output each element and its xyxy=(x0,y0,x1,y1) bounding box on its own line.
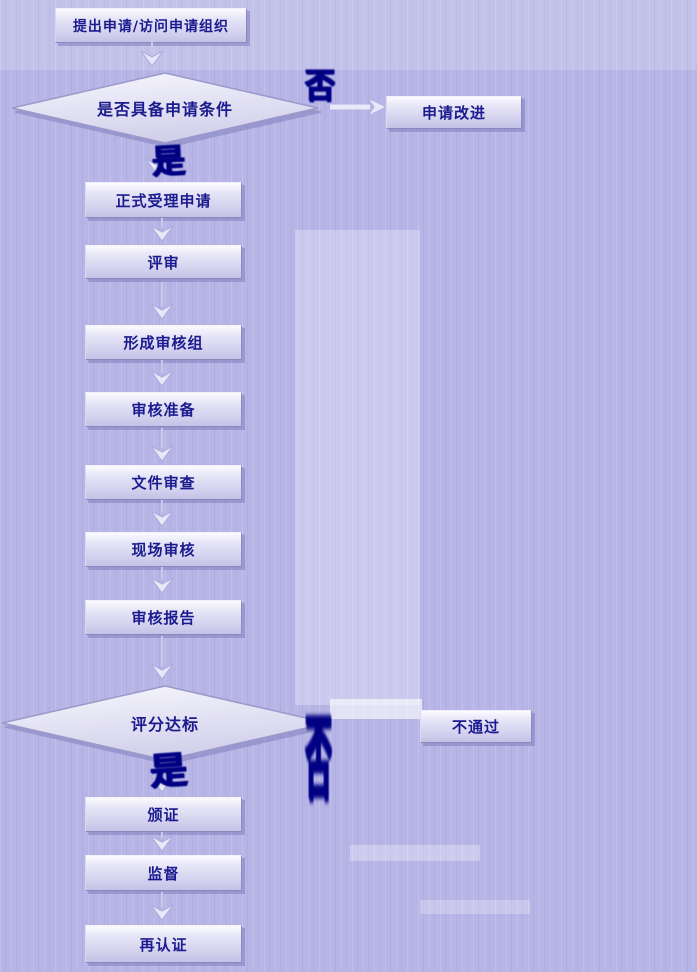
node-accept: 正式受理申请 xyxy=(85,182,242,218)
node-accept-label: 正式受理申请 xyxy=(115,191,212,210)
node-recert: 再认证 xyxy=(85,925,242,963)
node-certify: 颁证 xyxy=(85,797,242,832)
arrow-down-icon xyxy=(145,428,179,470)
branch-yes-glyph: 是 xyxy=(148,747,189,794)
node-prepare-label: 审核准备 xyxy=(131,401,196,419)
background-patch-2 xyxy=(420,900,530,914)
node-docreview: 文件审查 xyxy=(85,465,242,500)
node-supervise-label: 监督 xyxy=(147,864,180,883)
node-start: 提出申请/访问申请组织 xyxy=(55,8,247,43)
arrow-down-icon xyxy=(145,636,179,688)
branch-no-glyph: 否 xyxy=(305,66,335,107)
node-supervise: 监督 xyxy=(85,855,242,891)
node-report: 审核报告 xyxy=(85,600,242,635)
node-docreview-label: 文件审查 xyxy=(131,474,196,492)
node-decision-conditions: 是否具备申请条件 xyxy=(10,72,320,144)
node-review-label: 评审 xyxy=(147,253,180,272)
node-improve: 申请改进 xyxy=(386,96,522,129)
arrow-right-icon xyxy=(330,94,388,124)
node-report-label: 审核报告 xyxy=(131,609,196,627)
node-team: 形成审核组 xyxy=(85,325,242,360)
node-recert-label: 再认证 xyxy=(139,935,188,954)
arrow-down-icon xyxy=(145,360,179,396)
branch-no-glyph: 否 xyxy=(305,704,332,812)
node-onsite-label: 现场审核 xyxy=(131,541,196,559)
node-improve-label: 申请改进 xyxy=(421,104,486,122)
node-decision-score-label: 评分达标 xyxy=(130,715,199,734)
arrow-down-icon xyxy=(145,500,179,536)
node-review: 评审 xyxy=(85,245,242,279)
node-fail-label: 不通过 xyxy=(451,718,500,736)
arrow-down-icon xyxy=(145,282,179,328)
arrow-down-icon xyxy=(135,40,169,76)
node-decision-score: 评分达标 xyxy=(0,685,330,761)
node-fail: 不通过 xyxy=(420,710,532,743)
background-band-no-branch xyxy=(330,699,422,719)
node-onsite: 现场审核 xyxy=(85,532,242,567)
arrow-down-icon xyxy=(145,567,179,603)
node-start-label: 提出申请/访问申请组织 xyxy=(72,18,230,35)
node-decision-conditions-label: 是否具备申请条件 xyxy=(96,100,233,119)
node-prepare: 审核准备 xyxy=(85,392,242,427)
background-patch-1 xyxy=(350,845,480,861)
node-team-label: 形成审核组 xyxy=(123,334,204,352)
branch-yes-glyph: 是 xyxy=(151,140,186,181)
node-certify-label: 颁证 xyxy=(147,806,180,824)
background-column-light xyxy=(295,230,420,705)
